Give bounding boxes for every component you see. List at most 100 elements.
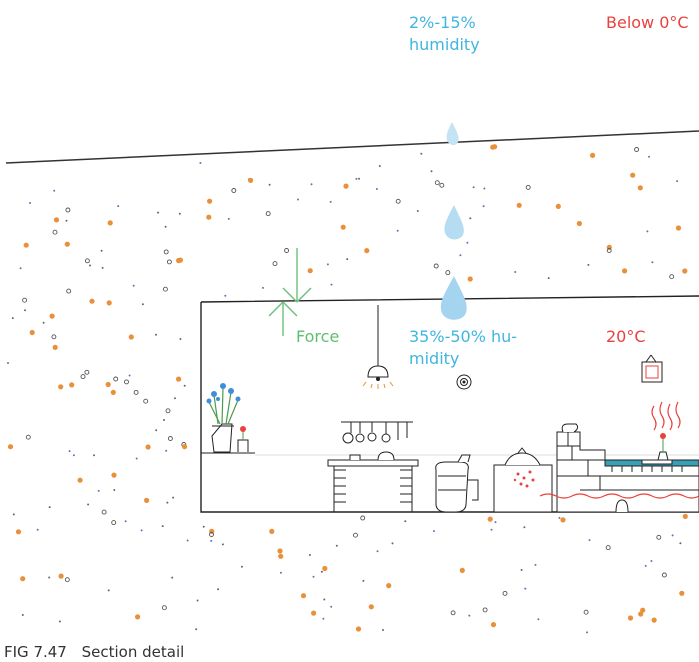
soil-speck [177,257,183,263]
soil-speck [322,565,328,572]
soil-speck [343,183,349,189]
soil-speck [682,268,688,274]
soil-speck [11,317,14,320]
soil-speck [42,321,45,324]
downward-arrow-icon [268,248,312,336]
soil-speck [206,214,212,220]
soil-speck [132,284,135,287]
soil-speck [217,588,220,591]
soil-speck [174,397,176,400]
soil-speck [355,177,358,180]
soil-speck [396,229,399,232]
soil-speck [482,205,485,208]
soil-speck [145,444,151,450]
soil-speckles [7,144,688,634]
soil-speck [111,520,117,526]
soil-speck [472,186,475,189]
soil-speck [445,270,451,276]
soil-speck [199,162,202,164]
soil-speck [87,503,90,506]
soil-speck [523,526,526,529]
soil-speck [128,334,134,340]
soil-speck [675,225,682,231]
soil-speck [268,183,271,186]
soil-speck [340,224,346,230]
soil-speck [300,593,307,599]
soil-speck [210,539,213,542]
soil-speck [240,565,243,568]
soil-speck [161,605,167,611]
soil-speck [358,177,361,180]
soil-speck [7,444,14,450]
top-temperature-label: Below 0°C [606,13,689,32]
soil-speck [439,182,445,188]
soil-speck [93,454,95,457]
soil-speck [362,579,365,582]
soil-speck [144,497,150,503]
soil-speck [433,530,435,533]
soil-speck [101,266,104,269]
soil-speck [49,313,55,319]
soil-speck [128,374,131,377]
soil-speck [176,376,182,382]
soil-speck [155,333,157,336]
soil-speck [224,294,227,297]
soil-speck [135,614,141,620]
heat-wave-icon [539,401,699,499]
soil-speck [186,539,189,542]
soil-speck [311,610,317,616]
soil-speck [161,525,164,528]
soil-speck [682,513,688,520]
soil-speck [502,590,508,596]
utensil-rack [341,421,413,444]
soil-speck [162,286,168,292]
bed-table [641,433,673,465]
soil-speck [651,617,657,623]
soil-speck [124,379,129,385]
soil-speck [320,570,323,573]
soil-speck [84,258,90,264]
soil-speck [382,629,384,631]
room-temperature-label: 20°C [606,327,646,346]
soil-speck [297,198,299,201]
soil-speck [588,539,591,542]
water-drop-icon [444,205,464,240]
soil-speck [165,408,171,414]
soil-speck [395,198,401,204]
soil-speck [58,620,61,623]
soil-speck [52,229,58,235]
force-label: Force [296,327,340,346]
soil-speck [272,261,278,267]
soil-speck [53,217,60,223]
soil-speck [378,165,381,167]
soil-speck [329,200,332,203]
soil-speck [117,205,120,208]
soil-speck [107,589,110,592]
soil-speck [166,501,169,504]
soil-speck [487,516,493,522]
room-humidity-line-2: midity [409,349,460,368]
soil-speck [19,267,22,270]
soil-speck [48,506,51,509]
soil-speck [525,184,531,190]
soil-speck [537,618,540,621]
soil-speck [58,384,64,390]
soil-speck [64,241,70,247]
soil-speck [231,188,237,193]
soil-speck [172,496,175,499]
soil-speck [651,261,654,264]
soil-speck [650,560,653,562]
soil-speck [330,283,333,286]
top-humidity-label: 2%-15% humidity [409,12,480,56]
room-humidity-line-1: 35%-50% hu- [409,327,518,346]
soil-speck [360,515,366,521]
soil-speck [202,525,205,528]
soil-speck [207,198,213,204]
water-drop-icon [440,276,467,320]
soil-speck [278,553,284,559]
room-humidity-label: 35%-50% hu- midity [409,326,517,370]
soil-speck [89,298,95,304]
soil-speck [459,254,462,257]
soil-speck [157,211,159,214]
